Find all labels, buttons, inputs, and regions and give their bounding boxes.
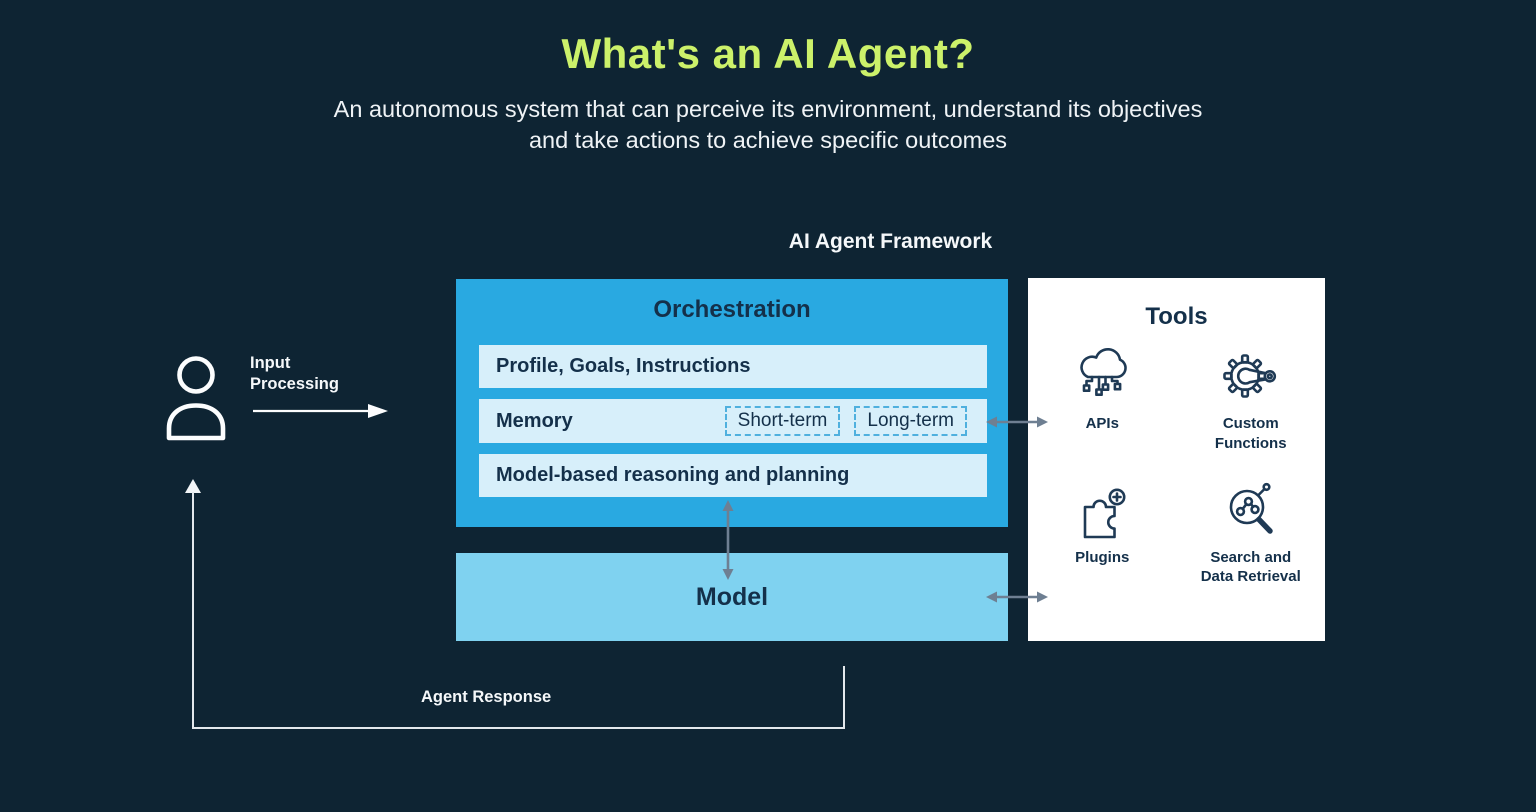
memory-label: Memory [496, 409, 573, 432]
agent-response-line-right [843, 666, 845, 727]
tools-title: Tools [1145, 303, 1208, 330]
agent-response-arrowhead [185, 479, 201, 493]
page-title: What's an AI Agent? [561, 30, 975, 77]
tool-apis-label: APIs [1085, 415, 1119, 432]
agent-response-line-bottom [192, 727, 845, 729]
tool-apis: APIs [1037, 346, 1167, 454]
puzzle-plus-icon [1072, 480, 1132, 542]
tool-custom-functions: Custom Functions [1186, 346, 1316, 454]
profile-goals-instructions-label: Profile, Goals, Instructions [496, 355, 751, 377]
tool-search-retrieval-label: Search and Data Retrieval [1200, 548, 1301, 586]
person-icon [160, 350, 232, 442]
reasoning-planning-label: Model-based reasoning and planning [496, 464, 850, 486]
input-processing-label: Input Processing [250, 354, 339, 394]
tool-plugins: Plugins [1037, 480, 1167, 588]
orchestration-box: Orchestration Profile, Goals, Instructio… [456, 279, 1008, 527]
short-term-chip: Short-term [724, 406, 841, 436]
tool-custom-functions-label: Custom Functions [1214, 415, 1287, 452]
profile-goals-instructions-row: Profile, Goals, Instructions [479, 345, 987, 388]
memory-chips: Short-term Long-term [724, 406, 967, 436]
tools-grid: APIs [1028, 346, 1325, 587]
model-tools-arrow [986, 589, 1048, 605]
tools-box: Tools APIs [1028, 278, 1325, 641]
tool-search-retrieval: Search and Data Retrieval [1186, 480, 1316, 588]
reasoning-planning-row: Model-based reasoning and planning [479, 454, 987, 497]
input-processing-arrow [252, 402, 388, 420]
page-subtitle: An autonomous system that can perceive i… [333, 96, 1203, 154]
gear-wrench-icon [1221, 346, 1281, 408]
orchestration-title: Orchestration [653, 296, 811, 323]
magnifier-network-icon [1221, 480, 1281, 542]
memory-row: Memory Short-term Long-term [479, 399, 987, 443]
orchestration-model-arrow [717, 500, 739, 580]
model-label: Model [695, 582, 769, 611]
agent-response-label: Agent Response [421, 688, 552, 706]
model-box: Model [456, 553, 1008, 641]
memory-tools-arrow [986, 414, 1048, 430]
cloud-circuit-icon [1072, 346, 1132, 408]
tool-plugins-label: Plugins [1075, 548, 1130, 566]
framework-label: AI Agent Framework [788, 230, 993, 253]
long-term-chip: Long-term [854, 406, 967, 436]
agent-response-line-left [192, 492, 194, 729]
